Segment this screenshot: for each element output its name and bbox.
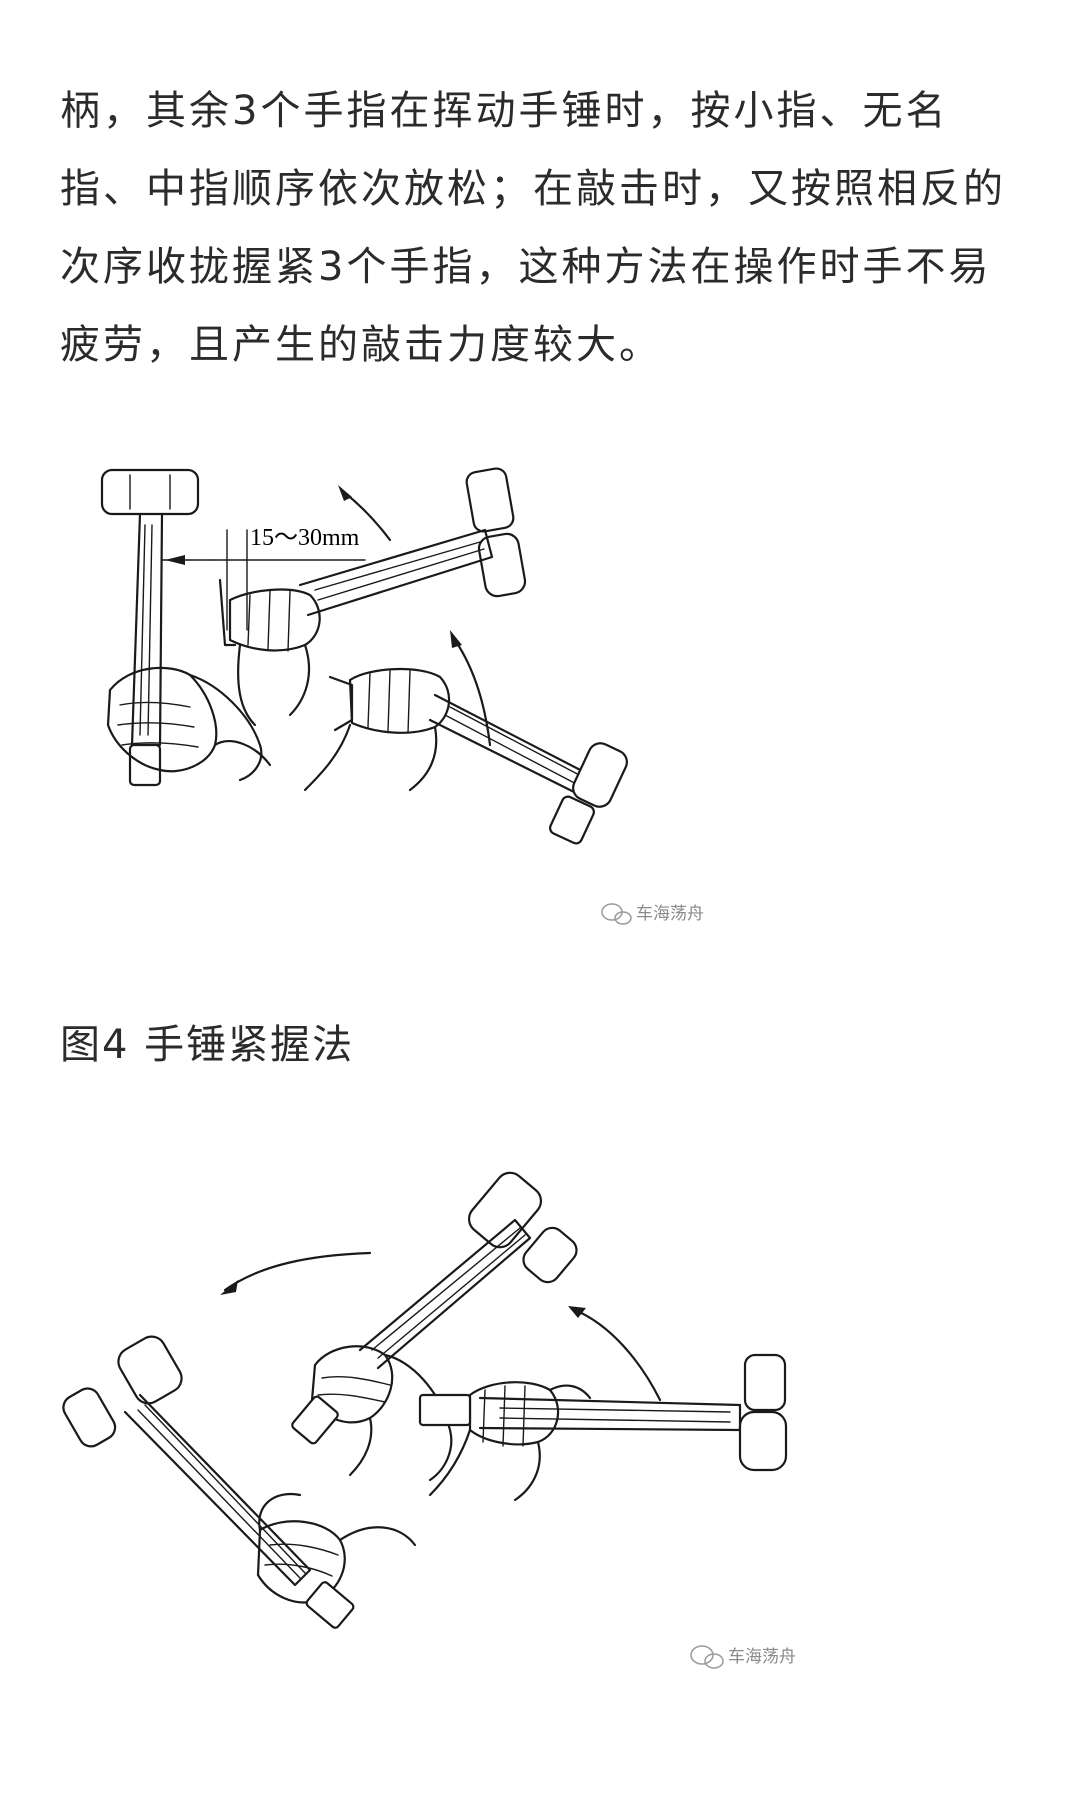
middle-hammer	[218, 467, 527, 727]
swing-arrow-left	[223, 1251, 372, 1292]
left-hammer	[62, 1335, 417, 1629]
center-hammer	[291, 1171, 578, 1482]
wechat-icon	[690, 1645, 724, 1669]
body-paragraph: 柄，其余3个手指在挥动手锤时，按小指、无名指、中指顺序依次放松；在敲击时，又按照…	[60, 88, 1006, 368]
watermark-text: 车海荡舟	[636, 904, 704, 924]
hammer-swing-illustration: 车海荡舟	[60, 1150, 830, 1670]
hammer-grip-drawing: 15～30mm	[100, 467, 704, 925]
dimension-label: 15～30mm	[250, 525, 360, 551]
swing-arrow-middle	[453, 638, 492, 747]
wechat-icon	[601, 903, 632, 925]
watermark-text: 车海荡舟	[728, 1647, 796, 1667]
lower-hammer	[303, 668, 628, 845]
watermark: 车海荡舟	[601, 903, 704, 925]
dimension-marker: 15～30mm	[161, 525, 366, 631]
figure-caption: 图4 手锤紧握法	[60, 1022, 355, 1068]
hammer-grip-illustration: 15～30mm	[90, 445, 730, 945]
hammer-swing-drawing: 车海荡舟	[62, 1171, 796, 1669]
right-hammer	[418, 1353, 788, 1502]
swing-arrow-right	[573, 1308, 662, 1402]
watermark: 车海荡舟	[690, 1645, 796, 1669]
vertical-hammer	[100, 468, 272, 787]
